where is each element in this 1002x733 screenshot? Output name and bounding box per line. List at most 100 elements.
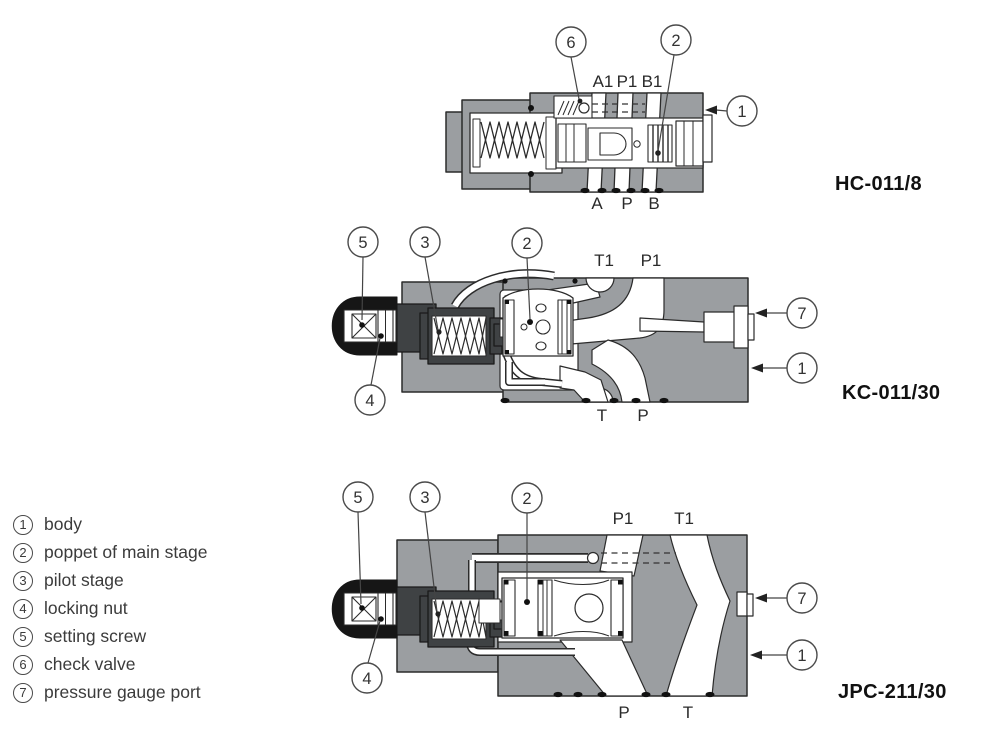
hc-end-plug [702,114,713,163]
hc-pilot-dashed-lines [592,103,645,113]
jpc-port-t1: T1 [674,509,694,528]
hc-port-b: B [648,194,659,213]
hc-poppet-nose [599,132,627,156]
kc-callout-1: 1 [797,360,806,378]
jpc-callout-circle-2 [511,482,543,514]
jpc-port-labels: P1 T1 P T [613,509,694,722]
legend-label-5: setting screw [44,626,147,646]
hc-callout-1: 1 [737,103,746,121]
jpc-callout-circle-7 [786,582,818,614]
hc-callout-arrow-1 [705,105,717,115]
legend-label-3: pilot stage [44,570,124,590]
legend-num-6: 6 [13,654,33,675]
jpc-model-label: JPC-211/30 [838,681,947,703]
jpc-callout-circle-1 [786,639,818,671]
kc-callout-circle-2 [511,227,543,259]
hc-model-label: HC-011/8 [835,173,922,195]
hc-check-valve [553,95,645,119]
pilot-stage-assembly [331,296,512,365]
kc-callout-5: 5 [358,234,367,252]
pilot-spring [433,317,487,355]
legend-item-locking-nut: 4 locking nut [13,598,207,619]
hc-spring-chamber [469,112,563,174]
legend-label-7: pressure gauge port [44,682,201,702]
legend-num-3: 3 [13,570,33,591]
kc-callout-circle-7 [786,297,818,329]
jpc-gauge-counterbore [736,591,748,617]
kc-model-label: KC-011/30 [842,382,940,404]
legend-item-pilot-stage: 3 pilot stage [13,570,207,591]
kc-p-channel [591,339,651,403]
hc-main-spring [480,121,545,159]
kc-callout-circle-5 [347,226,379,258]
legend-item-check-valve: 6 check valve [13,654,207,675]
jpc-port-p: P [618,703,629,722]
kc-t-channel [559,365,609,403]
kc-callout-circle-4 [354,384,386,416]
kc-port-p: P [637,406,648,425]
hc-callout-circle-1 [726,95,758,127]
jpc-port-p1: P1 [613,509,634,528]
hc-callouts: 6 2 1 [555,24,758,156]
jpc-callout-3: 3 [420,489,429,507]
legend-num-7: 7 [13,682,33,703]
jpc-callout-4: 4 [362,670,371,688]
kc-main-poppet [502,288,574,357]
kc-callout-3: 3 [420,234,429,252]
hc-seal-stack [647,124,673,163]
jpc-callout-5: 5 [353,489,362,507]
jpc-callout-circle-3 [409,481,441,513]
legend-item-body: 1 body [13,514,207,535]
hc-port-a1: A1 [593,72,614,91]
kc-callout-circle-3 [409,226,441,258]
kc-gauge-counterbore [703,311,737,343]
legend-label-4: locking nut [44,598,128,618]
jpc-diagram: 5 3 2 4 7 1 P1 T1 P T JPC- [331,481,947,722]
hc-callout-circle-2 [660,24,692,56]
hc-port-a: A [591,194,603,213]
kc-callout-arrow-7 [755,308,767,318]
jpc-callout-7: 7 [797,590,806,608]
hc-bore [555,114,713,169]
jpc-seal-dots [553,691,715,698]
jpc-pushrod-seat [478,598,501,624]
hc-port-p1: P1 [617,72,638,91]
legend-num-4: 4 [13,598,33,619]
hc-diagram: 6 2 1 A1 P1 B1 A P B HC-011/8 [445,24,922,213]
hc-callout-2: 2 [671,32,680,50]
hc-callout-6: 6 [566,34,575,52]
jpc-p1-channel [599,534,644,577]
hc-seal-dots [528,105,664,194]
kc-callout-4: 4 [365,392,374,410]
jpc-callout-arrow-1 [750,650,762,660]
kc-callout-7: 7 [797,305,806,323]
jpc-port-t: T [683,703,693,722]
legend-label-1: body [44,514,82,534]
jpc-callout-circle-5 [342,481,374,513]
legend-num-1: 1 [13,514,33,535]
legend-num-5: 5 [13,626,33,647]
kc-callout-circle-1 [786,352,818,384]
jpc-gauge-fitting [746,593,754,617]
hc-port-p: P [621,194,632,213]
kc-gauge-fitting [747,313,755,341]
hc-port-b1: B1 [642,72,663,91]
kc-seal-dots [500,278,669,404]
jpc-callout-2: 2 [522,490,531,508]
kc-diagram: 5 3 2 4 7 1 T1 P1 T P KC-0 [331,226,940,425]
legend-num-2: 2 [13,542,33,563]
legend-item-setting-screw: 5 setting screw [13,626,207,647]
kc-callouts: 5 3 2 4 7 1 [347,226,818,416]
kc-t1-notch [585,277,615,293]
jpc-callout-1: 1 [797,647,806,665]
kc-callout-2: 2 [522,235,531,253]
legend-item-poppet: 2 poppet of main stage [13,542,207,563]
legend-label-6: check valve [44,654,136,674]
parts-legend: 1 body 2 poppet of main stage 3 pilot st… [13,514,207,703]
kc-callout-arrow-1 [751,363,763,373]
kc-port-t1: T1 [594,251,614,270]
hc-callout-circle-6 [555,26,587,58]
jpc-callout-arrow-7 [755,593,767,603]
